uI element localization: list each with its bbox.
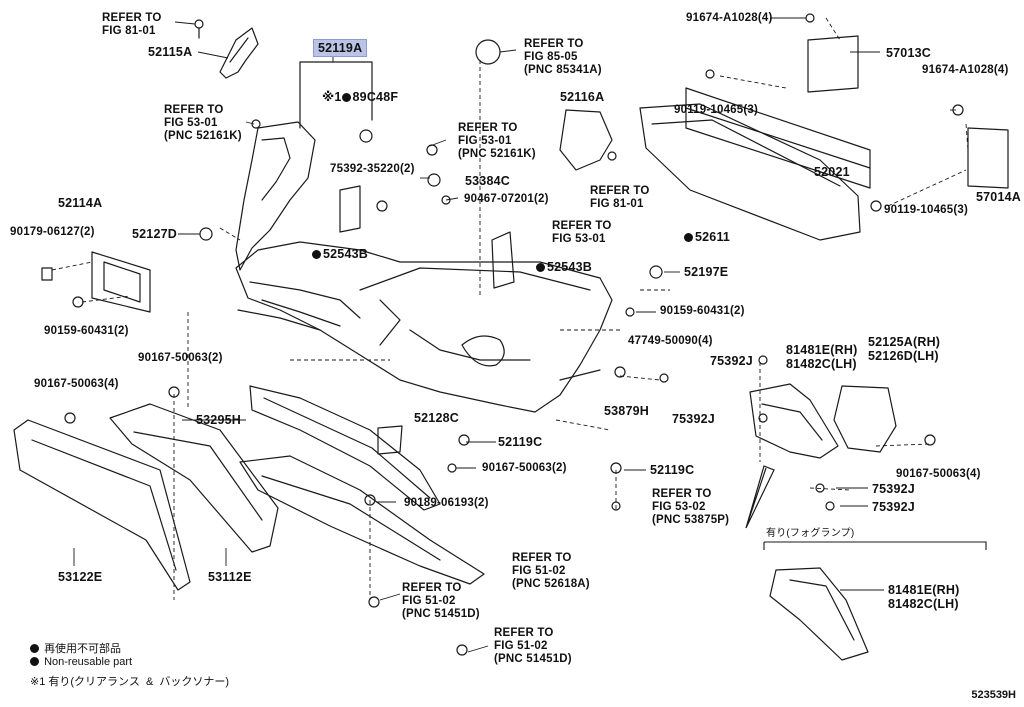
part-75392j-c: 75392J	[872, 482, 915, 496]
part-91674-a1028-top: 91674-A1028(4)	[686, 12, 773, 24]
part-52119c-right: 52119C	[650, 463, 695, 477]
part-52114a: 52114A	[58, 196, 103, 210]
part-90167-50063-4: 90167-50063(4)	[34, 378, 119, 390]
refer-fig-81-01-right: REFER TO FIG 81-01	[590, 185, 650, 210]
part-75392j-a: 75392J	[710, 354, 753, 368]
part-52021: 52021	[814, 165, 850, 179]
part-81481e-81482c-b: 81481E(RH) 81482C(LH)	[888, 583, 960, 611]
part-52116a: 52116A	[560, 90, 605, 104]
part-81481e-81482c: 81481E(RH) 81482C(LH)	[786, 343, 858, 371]
part-52115a: 52115A	[148, 45, 193, 59]
under-panel-drawing	[239, 455, 485, 585]
part-52125a-52126d: 52125A(RH) 52126D(LH)	[868, 335, 941, 363]
part-52611-row: 52611	[684, 230, 730, 244]
refer-fig-53-02: REFER TO FIG 53-02 (PNC 53875P)	[652, 488, 730, 526]
part-47749-50090: 47749-50090(4)	[628, 335, 713, 347]
refer-fig-51-02-b: REFER TO FIG 51-02 (PNC 51451D)	[402, 582, 480, 620]
reinforcement-bar-drawing	[639, 35, 1009, 241]
non-reusable-dot-icon	[684, 233, 693, 242]
part-90167-50063-2: 90167-50063(2)	[138, 352, 223, 364]
pointer-arrow	[745, 465, 775, 529]
part-52543b-left-row: 52543B	[312, 247, 368, 261]
part-90189-06193: 90189-06193(2)	[404, 497, 489, 509]
part-57014a: 57014A	[976, 190, 1021, 204]
legend-english: Non-reusable part	[44, 656, 133, 668]
part-90119-10465-left: 90119-10465(3)	[674, 104, 759, 116]
part-52543b-left: 52543B	[323, 247, 368, 261]
bracket-52116a-drawing	[559, 109, 617, 171]
part-53112e: 53112E	[208, 570, 252, 584]
part-53384c: 53384C	[465, 174, 510, 188]
legend-japanese: 再使用不可部品	[44, 643, 122, 655]
legend-line-1: 再使用不可部品	[30, 640, 121, 656]
note-mark: ※1	[322, 90, 342, 104]
refer-fig-85-05: REFER TO FIG 85-05 (PNC 85341A)	[524, 38, 602, 76]
non-reusable-dot-icon	[30, 657, 39, 666]
legend-line-2: Non-reusable part	[30, 656, 132, 668]
part-90179-06127: 90179-06127(2)	[10, 226, 95, 238]
refer-fig-51-02-a: REFER TO FIG 51-02 (PNC 52618A)	[512, 552, 590, 590]
fog-cover-drawing	[749, 383, 897, 661]
part-90159-60431-left: 90159-60431(2)	[44, 325, 129, 337]
part-75392-35220: 75392-35220(2)	[330, 163, 415, 175]
part-52119a: 52119A	[313, 39, 368, 57]
part-90167-50063-2b: 90167-50063(2)	[482, 462, 567, 474]
part-52197e: 52197E	[684, 265, 729, 279]
part-75392j-b: 75392J	[672, 412, 715, 426]
lower-grille-drawing	[13, 403, 279, 591]
part-52119c-mid: 52119C	[498, 435, 543, 449]
part-91674-a1028-right: 91674-A1028(4)	[922, 64, 1009, 76]
bumper-upper-structure-drawing	[235, 61, 373, 271]
refer-fig-53-01-right: REFER TO FIG 53-01	[552, 220, 612, 245]
part-52543b-right: 52543B	[547, 260, 592, 274]
part-57013c: 57013C	[886, 46, 931, 60]
bumper-cover-drawing	[235, 241, 613, 413]
part-89c48f: 89C48F	[352, 90, 399, 104]
refer-fig-51-02-c: REFER TO FIG 51-02 (PNC 51451D)	[494, 627, 572, 665]
part-52611: 52611	[695, 230, 731, 244]
non-reusable-dot-icon	[341, 93, 351, 102]
non-reusable-dot-icon	[30, 644, 39, 653]
fog-lamp-heading: 有り(フォグランプ)	[766, 528, 855, 539]
non-reusable-dot-icon	[536, 263, 545, 272]
refer-fig-81-01-top: REFER TO FIG 81-01	[102, 12, 162, 37]
part-90159-60431-right: 90159-60431(2)	[660, 305, 745, 317]
part-90167-50063-4b: 90167-50063(4)	[896, 468, 981, 480]
part-89c48f-row: ※1 89C48F	[322, 90, 398, 104]
part-52127d: 52127D	[132, 227, 177, 241]
bracket-52115a-drawing	[194, 19, 259, 79]
part-90119-10465-right: 90119-10465(3)	[884, 204, 969, 216]
part-90467-07201: 90467-07201(2)	[464, 193, 549, 205]
non-reusable-dot-icon	[312, 250, 321, 259]
part-52543b-right-row: 52543B	[536, 260, 592, 274]
refer-fig-53-01-left: REFER TO FIG 53-01 (PNC 52161K)	[164, 104, 242, 142]
part-53879h: 53879H	[604, 404, 649, 418]
retainer-53295h-drawing	[249, 385, 441, 511]
part-52128c: 52128C	[414, 411, 459, 425]
legend-line-3: ※1 有り(クリアランス & バックソナー)	[30, 676, 230, 688]
part-53295h: 53295H	[196, 413, 241, 427]
part-53122e: 53122E	[58, 570, 103, 584]
part-75392j-d: 75392J	[872, 500, 915, 514]
license-bracket-drawing	[41, 251, 151, 313]
figure-code: 523539H	[971, 689, 1016, 701]
refer-fig-53-01-mid: REFER TO FIG 53-01 (PNC 52161K)	[458, 122, 536, 160]
